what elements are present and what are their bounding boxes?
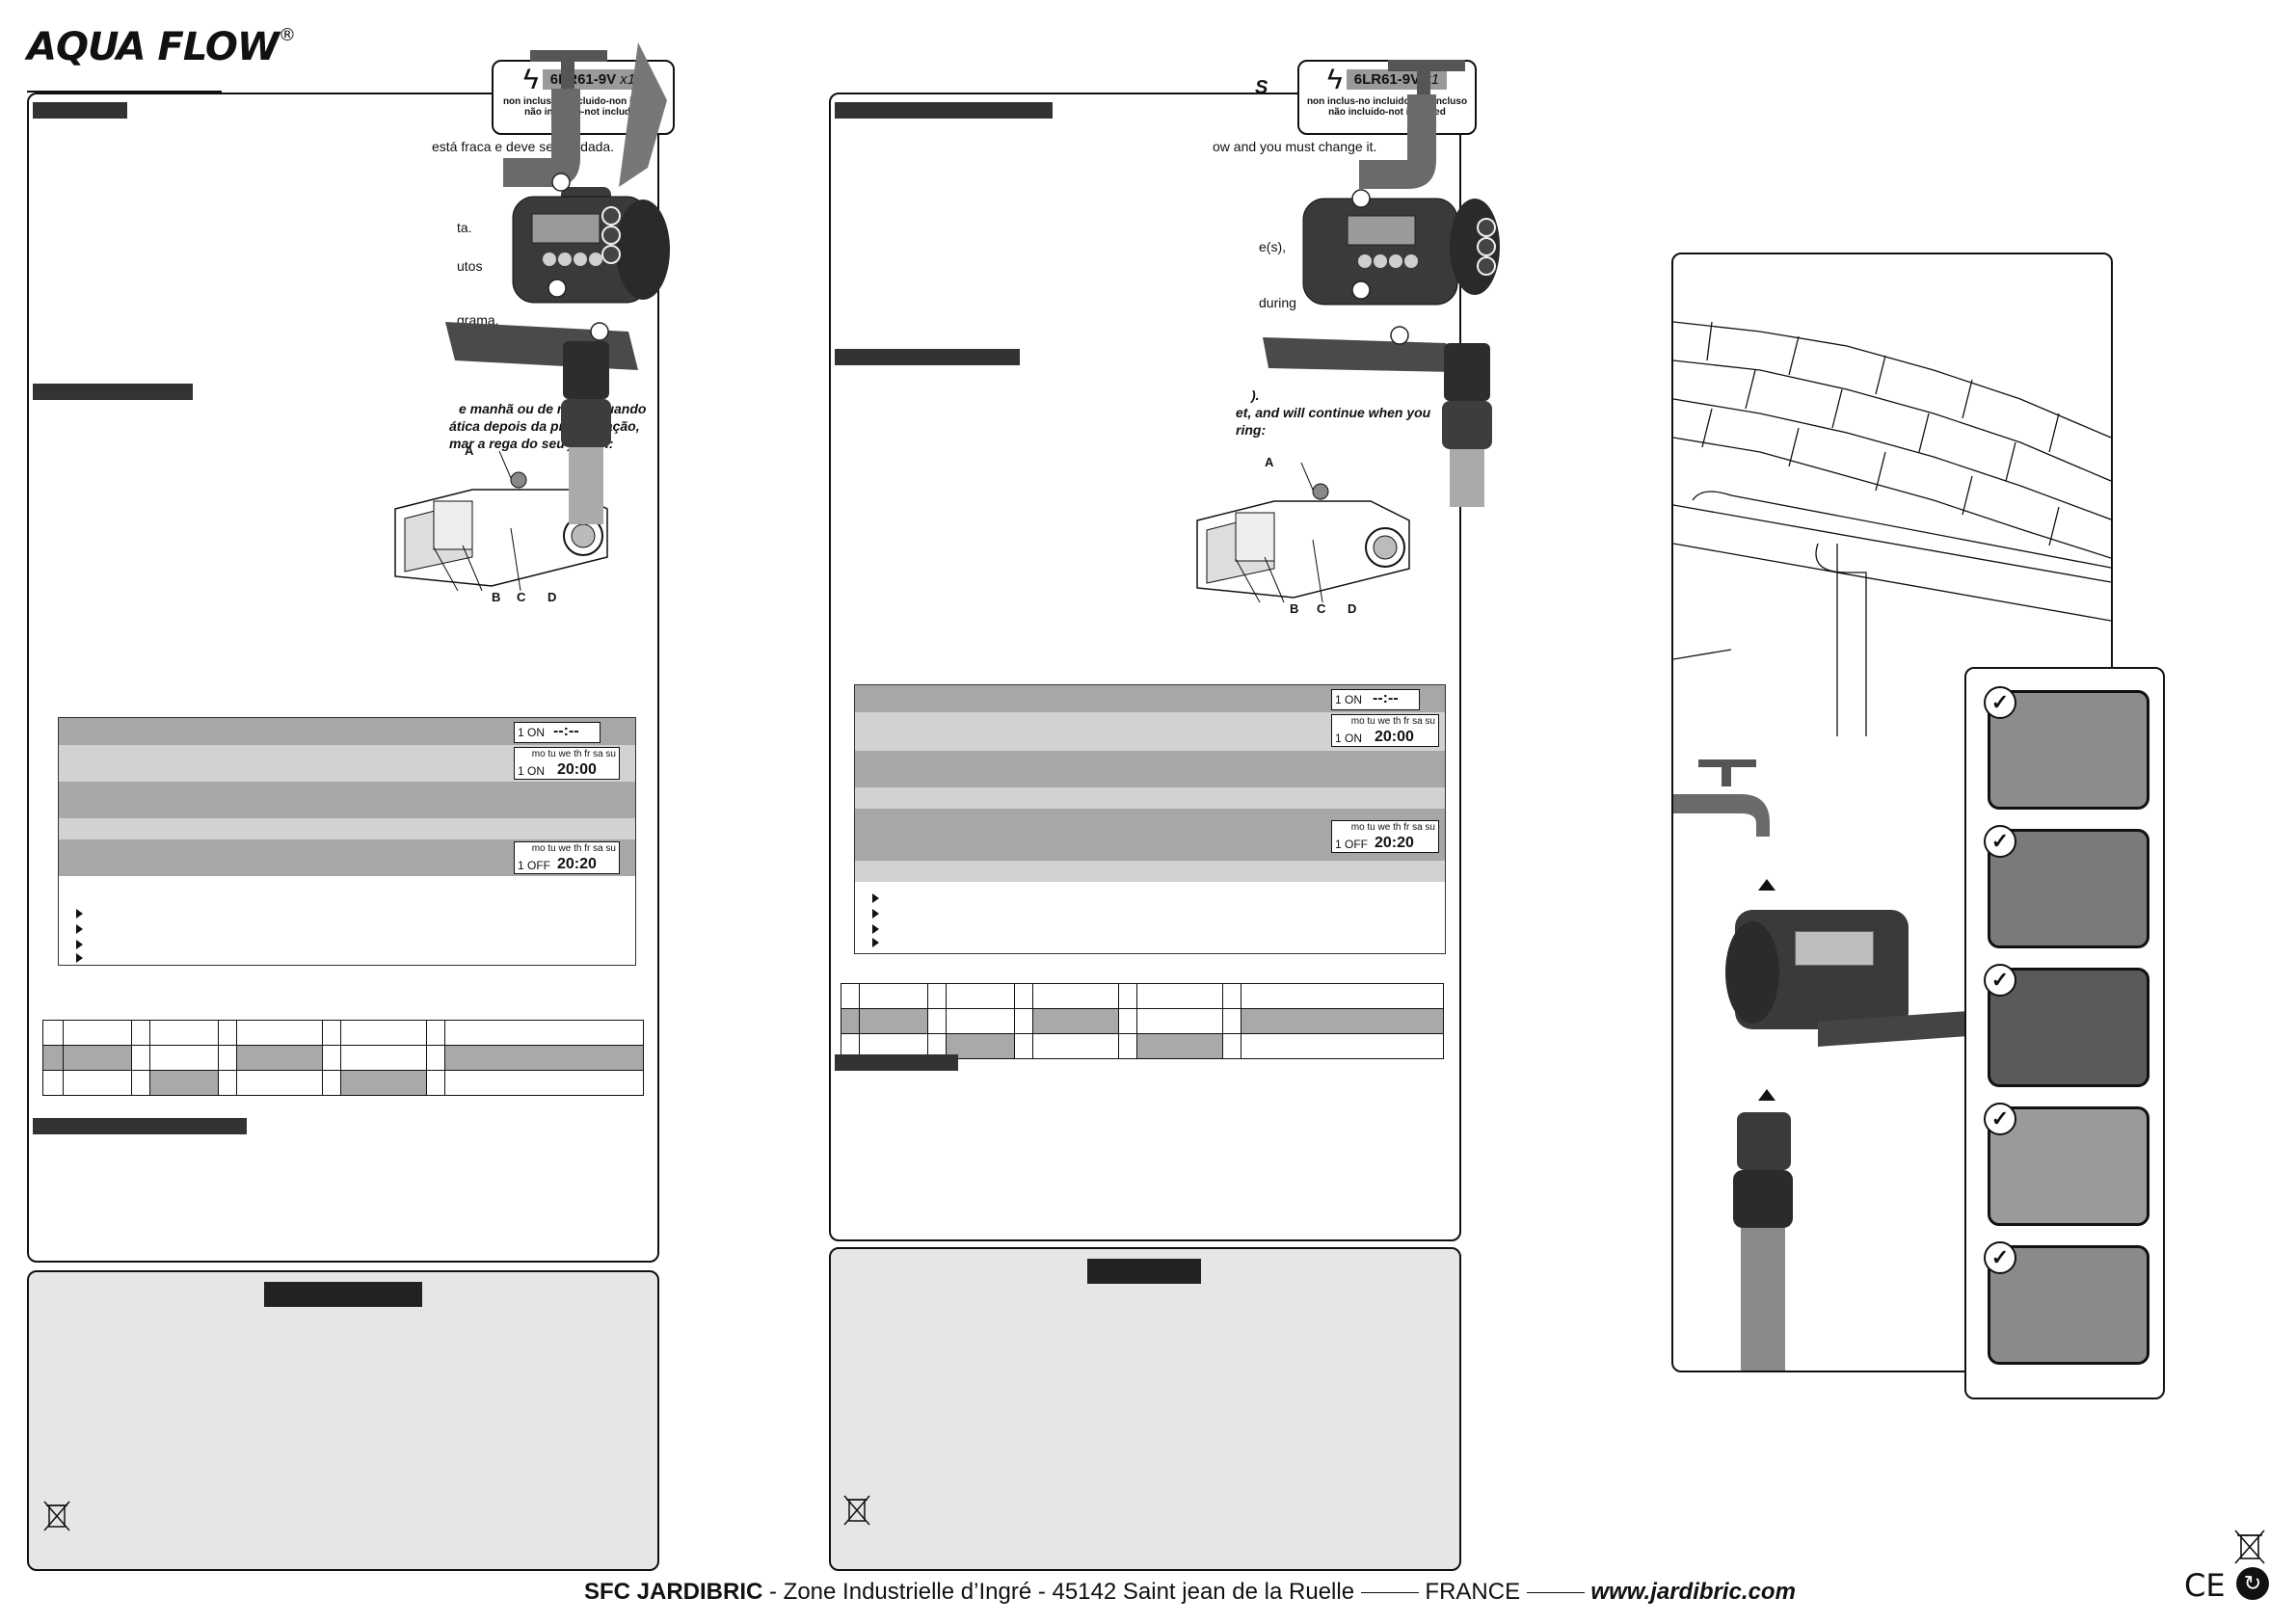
step-row [855, 861, 1445, 882]
programming-steps-box: 1 ON --:-- mo tu we th fr sa su 1 ON 20:… [854, 684, 1446, 954]
bullet-arrow [872, 893, 879, 903]
left-warning-panel [27, 1270, 659, 1571]
valve-label-a: A [1265, 455, 1274, 469]
arrow-up-icon [1758, 879, 1775, 891]
badge-leader-line [1272, 93, 1297, 94]
section-header-bar [835, 102, 1053, 119]
section-header-bar [33, 384, 193, 400]
warning-header-bar [1087, 1259, 1201, 1284]
bullet-arrow [872, 924, 879, 934]
text-line: et, and will continue when you [1236, 405, 1431, 420]
check-icon: ✓ [1984, 1103, 2016, 1135]
programming-steps-box: 1 ON --:-- mo tu we th fr sa su 1 ON 20:… [58, 717, 636, 966]
valve-drawing [394, 451, 608, 592]
garden-hose [1741, 1228, 1785, 1371]
valve-label-b: B [1290, 601, 1299, 616]
bullet-arrow [872, 938, 879, 947]
timer-device [1725, 910, 1909, 1029]
ce-mark: CE [2184, 1567, 2226, 1604]
company-footer: SFC JARDIBRIC - Zone Industrielle d’Ingr… [584, 1579, 1796, 1605]
valve-label-a: A [465, 443, 474, 458]
text-line: during [1259, 295, 1296, 310]
right-warning-panel [829, 1247, 1461, 1571]
weee-bin-icon [43, 1501, 70, 1531]
text-line: ring: [1236, 422, 1267, 438]
valve-label-b: B [492, 590, 501, 604]
text-line: utos [457, 258, 483, 274]
bullet-arrow [76, 924, 83, 934]
brand-logo: AQUA FLOW® [27, 25, 296, 69]
check-icon: ✓ [1984, 1241, 2016, 1274]
bullet-arrow [872, 909, 879, 918]
section-header-bar [835, 1054, 958, 1071]
lcd-display: mo tu we th fr sa su 1 ON 20:00 [1331, 714, 1439, 747]
section-header-bar [835, 349, 1020, 365]
lcd-display: 1 ON --:-- [1331, 689, 1420, 710]
check-icon: ✓ [1984, 964, 2016, 997]
section-header-bar [33, 1118, 247, 1134]
step-row [59, 782, 635, 818]
weee-bin-icon [2234, 1530, 2265, 1564]
valve-label-d: D [547, 590, 557, 604]
badge-leader-line [461, 93, 492, 94]
text-line: ta. [457, 220, 472, 235]
watering-table [841, 983, 1444, 1059]
hose-connector [1737, 1112, 1791, 1170]
lcd-display: mo tu we th fr sa su 1 OFF 20:20 [514, 841, 620, 874]
weee-bin-icon [843, 1495, 870, 1526]
check-icon: ✓ [1984, 825, 2016, 858]
recycle-icon: ↻ [2236, 1567, 2269, 1600]
section-header-bar [33, 102, 127, 119]
text-line: ow and you must change it. [1213, 139, 1377, 154]
tap-illustration [1673, 759, 1770, 837]
arrow-up-icon [1758, 1089, 1775, 1101]
step-row [855, 787, 1445, 809]
timer-tap-illustration [1263, 60, 1500, 507]
bullet-arrow [76, 940, 83, 949]
check-icon: ✓ [1984, 686, 2016, 719]
valve-label-c: C [517, 590, 526, 604]
step-row [855, 751, 1445, 787]
applications-panel: ✓ ✓ ✓ ✓ ✓ [1964, 667, 2165, 1399]
badge-prefix: S [1255, 77, 1268, 98]
step-row [59, 818, 635, 839]
text-line: e(s), [1259, 239, 1286, 254]
lcd-display: 1 ON --:-- [514, 722, 601, 743]
logo-underline [27, 91, 222, 93]
roof-illustration [1673, 321, 2111, 736]
timer-screen [1795, 931, 1874, 966]
bullet-arrow [76, 953, 83, 963]
valve-label-d: D [1348, 601, 1357, 616]
lightning-icon: ϟ [1326, 63, 1343, 95]
lcd-display: mo tu we th fr sa su 1 OFF 20:20 [1331, 820, 1439, 853]
text-line: ). [1251, 387, 1260, 403]
timer-tap-illustration [445, 42, 670, 524]
lightning-icon: ϟ [522, 63, 539, 95]
lcd-display: mo tu we th fr sa su 1 ON 20:00 [514, 747, 620, 780]
timer-dial [1725, 921, 1779, 1024]
valve-drawing [1196, 463, 1410, 603]
hose-connector [1733, 1170, 1793, 1228]
watering-table [42, 1020, 644, 1096]
warning-header-bar [264, 1282, 422, 1307]
valve-label-c: C [1317, 601, 1326, 616]
bullet-arrow [76, 909, 83, 918]
